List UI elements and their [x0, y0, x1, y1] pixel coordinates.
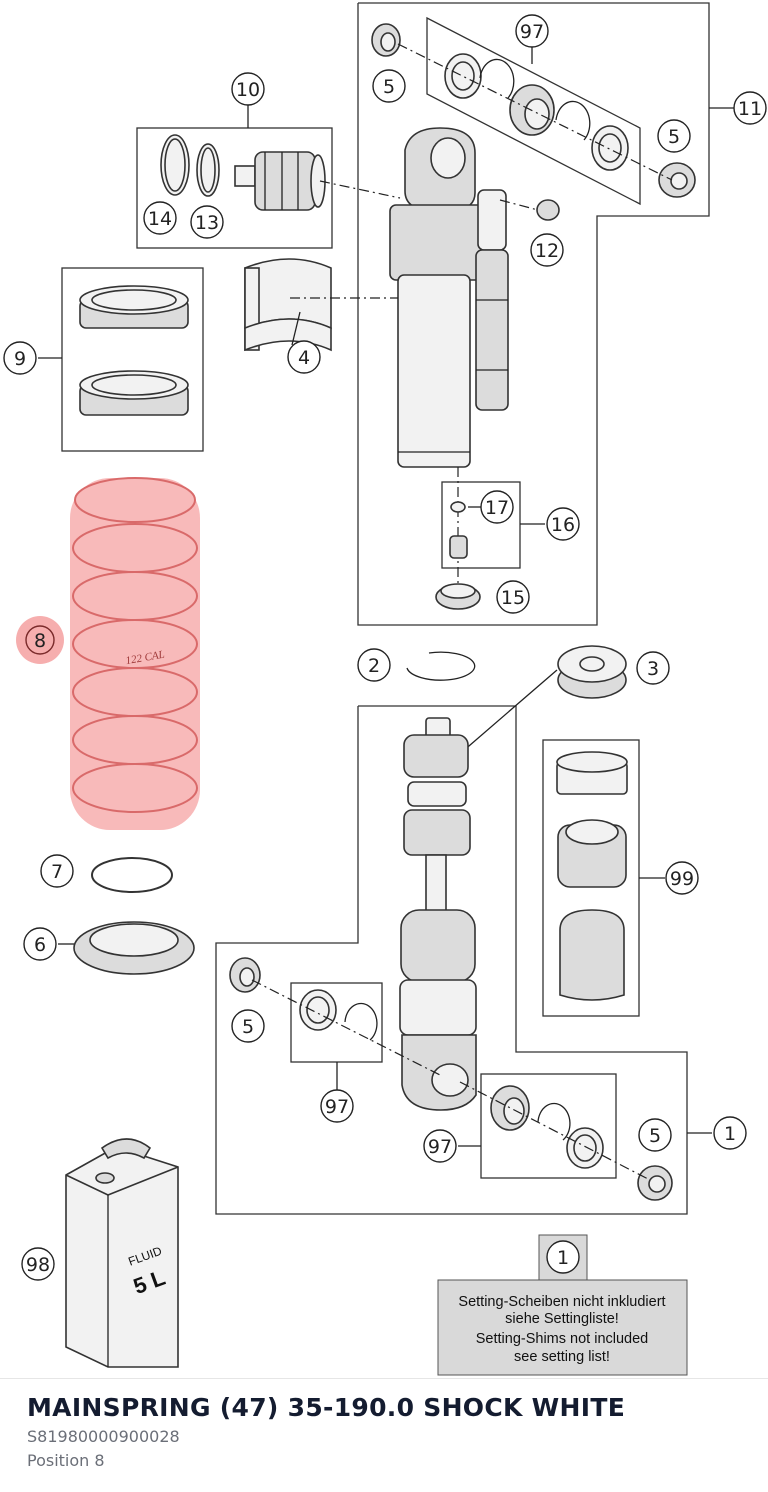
callout-6[interactable]: 6	[23, 927, 57, 961]
callout-97-top[interactable]: 97	[515, 14, 549, 48]
callout-17[interactable]: 17	[480, 490, 514, 524]
callout-13[interactable]: 13	[190, 205, 224, 239]
shock-body	[389, 127, 509, 468]
svg-text:5: 5	[242, 1016, 254, 1038]
exploded-parts-diagram: 122 CAL	[3, 2, 767, 1376]
svg-text:13: 13	[195, 212, 219, 234]
callout-1[interactable]: 1	[713, 1116, 747, 1150]
box-9	[61, 267, 204, 452]
note-line-2: siehe Settingliste!	[505, 1311, 619, 1327]
svg-text:5: 5	[668, 126, 680, 148]
note-line-4: see setting list!	[514, 1349, 610, 1365]
part-title: MAINSPRING (47) 35-190.0 SHOCK WHITE	[27, 1393, 626, 1422]
svg-text:8: 8	[34, 630, 46, 652]
callout-99[interactable]: 99	[665, 861, 699, 895]
svg-text:6: 6	[34, 934, 46, 956]
setting-note: Setting-Scheiben nicht inkludiert siehe …	[437, 1234, 688, 1376]
svg-text:15: 15	[501, 587, 525, 609]
sticker-4	[244, 258, 332, 352]
part-number: S81980000900028	[27, 1427, 180, 1446]
callout-9[interactable]: 9	[3, 341, 37, 375]
svg-text:97: 97	[428, 1136, 452, 1158]
svg-text:3: 3	[647, 658, 659, 680]
part-info-panel: MAINSPRING (47) 35-190.0 SHOCK WHITE S81…	[0, 1378, 768, 1492]
valve-10	[234, 151, 326, 211]
part-position: Position 8	[27, 1451, 105, 1470]
callout-15[interactable]: 15	[496, 580, 530, 614]
piston-rod	[399, 717, 477, 1111]
svg-text:1: 1	[557, 1247, 569, 1269]
svg-text:98: 98	[26, 1254, 50, 1276]
note-line-1: Setting-Scheiben nicht inkludiert	[458, 1294, 665, 1310]
callout-98[interactable]: 98	[21, 1247, 55, 1281]
box-97-right	[480, 1073, 617, 1179]
callout-8-highlight	[16, 616, 64, 664]
circlip-7	[91, 857, 173, 893]
svg-text:14: 14	[148, 208, 172, 230]
svg-text:5: 5	[383, 76, 395, 98]
callout-3[interactable]: 3	[636, 651, 670, 685]
callout-8[interactable]: 8	[25, 625, 55, 655]
callout-97-right[interactable]: 97	[423, 1129, 457, 1163]
svg-text:99: 99	[670, 868, 694, 890]
spring-retainer-3	[557, 645, 627, 699]
callout-14[interactable]: 14	[143, 201, 177, 235]
svg-text:9: 9	[14, 348, 26, 370]
svg-text:17: 17	[485, 497, 509, 519]
callout-12[interactable]: 12	[530, 233, 564, 267]
note-line-3: Setting-Shims not included	[476, 1331, 649, 1347]
fluid-canister-98: FLUID 5 L	[65, 1138, 179, 1368]
circlip-2	[406, 651, 476, 681]
callout-7[interactable]: 7	[40, 854, 74, 888]
box-97-top	[426, 16, 641, 206]
valve-16	[449, 535, 468, 559]
box-16	[441, 481, 521, 569]
cap-12	[536, 199, 560, 221]
callout-5-lower-left[interactable]: 5	[231, 1009, 265, 1043]
svg-text:97: 97	[325, 1096, 349, 1118]
mainspring-8: 122 CAL	[70, 477, 200, 830]
callout-16[interactable]: 16	[546, 507, 580, 541]
svg-text:12: 12	[535, 240, 559, 262]
callout-4[interactable]: 4	[287, 340, 321, 374]
callout-2[interactable]: 2	[357, 648, 391, 682]
o-ring-17	[450, 501, 466, 513]
callout-5-top-left[interactable]: 5	[372, 69, 406, 103]
svg-text:1: 1	[724, 1123, 736, 1145]
callout-5-top-right[interactable]: 5	[657, 119, 691, 153]
callout-5-lower-right[interactable]: 5	[638, 1118, 672, 1152]
bushing-set-99	[556, 751, 628, 1001]
svg-text:10: 10	[236, 79, 260, 101]
svg-text:7: 7	[51, 861, 63, 883]
svg-text:5: 5	[649, 1125, 661, 1147]
svg-text:11: 11	[738, 98, 762, 120]
callout-1-note[interactable]: 1	[546, 1240, 580, 1274]
preload-nut-9	[79, 285, 189, 416]
box-10	[136, 127, 333, 249]
svg-text:97: 97	[520, 21, 544, 43]
callout-97-left[interactable]: 97	[320, 1089, 354, 1123]
group-outline-1	[215, 705, 688, 1215]
svg-text:16: 16	[551, 514, 575, 536]
callout-10[interactable]: 10	[231, 72, 265, 106]
svg-text:2: 2	[368, 655, 380, 677]
group-outline-11	[357, 2, 710, 626]
callout-11[interactable]: 11	[733, 91, 767, 125]
svg-text:4: 4	[298, 347, 310, 369]
